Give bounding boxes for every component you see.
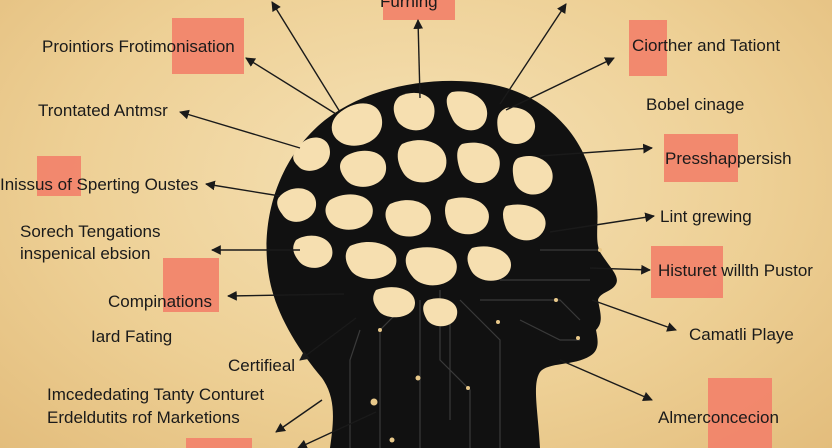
label-left-6: Iard Fating [91,327,173,346]
label-right-4: Lint grewing [660,207,752,226]
highlight-box [383,0,455,20]
label-right-2: Bobel cinage [646,95,745,114]
label-left-4a: Sorech Tengations [20,222,161,241]
label-right-3: Presshappersish [665,149,792,168]
label-right-6: Camatli Playe [689,325,794,344]
label-right-1: Ciorther and Tationt [632,36,781,55]
label-left-8a: Imcededating Tanty Conturet [47,385,265,404]
label-left-5: Compinations [108,292,212,311]
highlight-box [163,258,219,312]
label-left-8b: Erdeldutits rof Marketions [47,408,240,427]
label-left-7: Certifieal [228,356,296,375]
label-top-center: Furhing [380,0,438,11]
label-right-5: Histuret willth Pustor [658,261,813,280]
highlight-box [186,438,252,448]
highlight-box [664,134,738,182]
label-left-2: Trontated Antmsr [38,101,168,120]
label-left-3: Inissus of Sperting Oustes [0,175,199,194]
highlight-box [37,156,81,196]
label-left-4b: inspenical ebsion [20,244,151,263]
label-right-7: Almerconcecion [658,408,779,427]
highlight-box [651,246,723,298]
highlight-box [629,20,667,76]
label-left-1: Prointiors Frotimonisation [42,37,235,56]
highlight-box [172,18,244,74]
highlight-box [708,378,772,448]
